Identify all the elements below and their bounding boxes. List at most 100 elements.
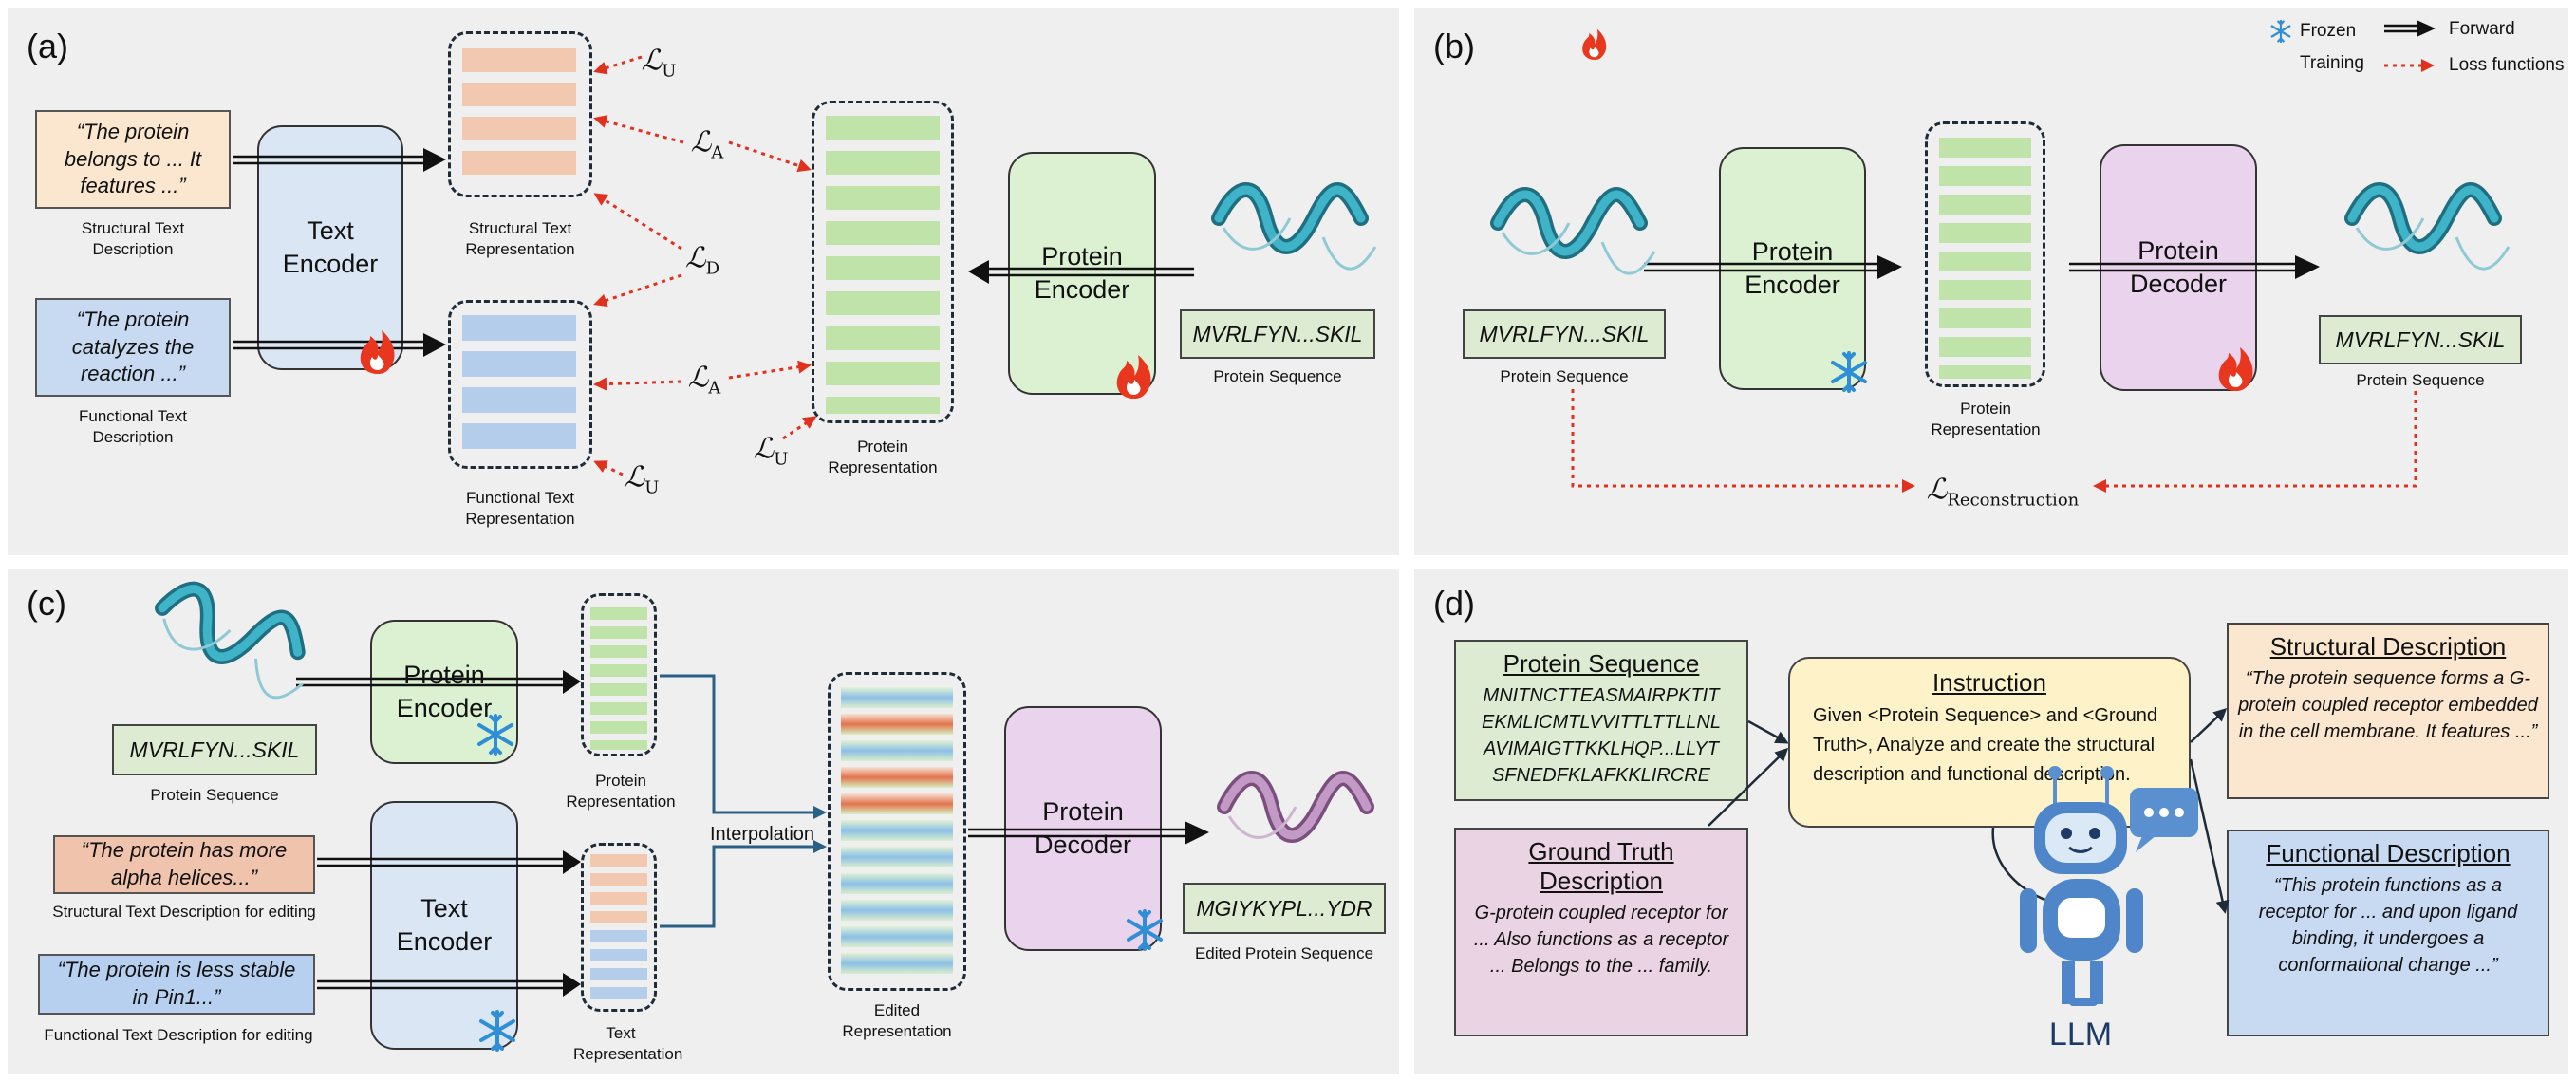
legend-forward-label: Forward	[2449, 19, 2515, 39]
structural-text-representation	[448, 31, 592, 197]
llm-label: LLM	[2048, 1017, 2113, 1053]
loss-arrows	[593, 55, 2417, 493]
legend-training-label: Training	[2300, 53, 2364, 73]
protein-encoder-a: Protein Encoder	[1008, 152, 1156, 395]
llm-robot-icon	[2020, 766, 2143, 1006]
legend-flame-icon	[1582, 28, 1607, 60]
protein-sequence-box-d: Protein Sequence MNITNCTTEASMAIRPKTIT EK…	[1454, 640, 1748, 801]
protein-rep-caption-b: Protein Representation	[1931, 400, 2041, 439]
functional-text-representation	[448, 300, 592, 469]
functional-rep-caption: Functional Text Representation	[465, 489, 575, 529]
loss-disentangle: ℒD	[684, 241, 720, 279]
edited-protein-sequence: MGIYKYPL...YDR	[1183, 883, 1386, 934]
panel-b-label: (b)	[1433, 27, 1475, 65]
chat-bubble-icon	[2130, 788, 2198, 852]
frozen-snowflake-icon-encoder-b	[1831, 351, 1867, 393]
forward-arrows	[233, 155, 2297, 990]
frozen-snowflake-icon-text-encoder-c	[479, 1010, 515, 1052]
instruction-title: Instruction	[1932, 668, 2046, 697]
panel-a-label: (a)	[27, 27, 68, 65]
protein-rep-caption-a: Protein Representation	[828, 438, 938, 477]
protein-sequence-body-d: MNITNCTTEASMAIRPKTIT EKMLICMTLVVITTLTTLL…	[1482, 685, 1721, 786]
protein-sequence-c: MVRLFYN...SKIL	[112, 724, 317, 775]
loss-alignment-bottom: ℒA	[687, 361, 721, 399]
structural-rep-caption: Structural Text Representation	[465, 219, 575, 259]
structural-description-title: Structural Description	[2269, 632, 2507, 661]
interpolation-label: Interpolation	[709, 824, 815, 845]
functional-description-body: “This protein functions as a receptor fo…	[2258, 875, 2518, 976]
protein-sequence-a: MVRLFYN...SKIL	[1180, 309, 1375, 359]
helix-icon-b-out	[2352, 190, 2509, 269]
panel-d-label: (d)	[1433, 584, 1475, 623]
structural-text-caption: Structural Text Description	[81, 219, 185, 259]
functional-text-box: “The protein catalyzes the reaction ...”	[35, 298, 231, 397]
legend-forward-arrow	[2384, 20, 2436, 37]
loss-uniformity-top: ℒU	[641, 44, 677, 82]
protein-decoder-b: Protein Decoder	[2100, 144, 2257, 391]
loss-uniformity-protein: ℒU	[753, 432, 789, 470]
panel-c-label: (c)	[27, 584, 66, 623]
functional-rep-stripes	[462, 315, 576, 449]
loss-uniformity-bottom: ℒU	[624, 460, 660, 498]
ground-truth-box: Ground Truth Description G-protein coupl…	[1454, 828, 1748, 1036]
structural-edit-text-box: “The protein has more alpha helices...”	[53, 835, 315, 894]
interpolation-connectors	[660, 674, 827, 928]
loss-d-sub: D	[705, 258, 720, 279]
functional-edit-caption: Functional Text Description for editing	[44, 1026, 313, 1044]
loss-a-sub-2: A	[708, 378, 721, 399]
protein-encoder-b: Protein Encoder	[1719, 147, 1866, 390]
legend-snowflake-icon	[2270, 19, 2291, 44]
frozen-snowflake-icon-decoder-c	[1127, 909, 1163, 951]
loss-reconstruction: ℒReconstruction	[1926, 473, 2080, 511]
protein-sequence-out-b: MVRLFYN...SKIL	[2319, 315, 2522, 364]
structural-description-body: “The protein sequence forms a G-protein …	[2238, 668, 2538, 742]
text-encoder-c: Text Encoder	[370, 801, 518, 1050]
helix-icon-b-in	[1498, 195, 1654, 273]
ground-truth-title: Ground Truth Description	[1528, 837, 1674, 895]
protein-sequence-caption-c: Protein Sequence	[150, 786, 279, 804]
loss-reconstruction-sub: Reconstruction	[1947, 490, 2080, 511]
structural-rep-stripes	[462, 48, 576, 175]
protein-rep-stripes-b	[1939, 138, 2031, 379]
helix-icon-c	[147, 581, 321, 704]
loss-alignment-top: ℒA	[690, 125, 724, 163]
edited-representation	[828, 672, 966, 991]
protein-rep-stripes-a	[826, 116, 940, 414]
structural-description-box: Structural Description “The protein sequ…	[2227, 623, 2549, 799]
edited-rep-stripes	[841, 687, 953, 974]
instruction-box: Instruction Given <Protein Sequence> and…	[1788, 657, 2191, 828]
protein-rep-stripes-c	[590, 607, 647, 750]
protein-sequence-in-b: MVRLFYN...SKIL	[1463, 309, 1666, 359]
panel-a	[8, 8, 1399, 555]
protein-representation-c	[581, 593, 657, 756]
structural-text-box: “The protein belongs to ... It features …	[35, 110, 231, 209]
functional-description-title: Functional Description	[2266, 839, 2511, 867]
loss-a-sub-1: A	[711, 142, 724, 163]
loss-u-sub-3: U	[774, 449, 789, 470]
legend-frozen-label: Frozen	[2300, 21, 2357, 41]
protein-rep-caption-c: Protein Representation	[566, 772, 676, 812]
protein-representation-b	[1925, 121, 2045, 387]
text-representation-c	[581, 843, 657, 1012]
edited-sequence-caption: Edited Protein Sequence	[1194, 944, 1374, 962]
text-rep-caption-c: Text Representation	[573, 1024, 683, 1064]
ground-truth-body: G-protein coupled receptor for ... Also …	[1473, 903, 1729, 977]
edited-rep-caption: Edited Representation	[842, 1001, 952, 1041]
loss-u-sub-1: U	[662, 61, 677, 82]
forward-arrowheads	[423, 148, 2320, 997]
helix-icon-a	[1219, 190, 1375, 269]
protein-representation-a	[812, 101, 954, 423]
functional-text-caption: Functional Text Description	[78, 407, 188, 447]
loss-u-sub-2: U	[644, 477, 660, 498]
protein-sequence-title-d: Protein Sequence	[1503, 649, 1700, 678]
functional-edit-text-box: “The protein is less stable in Pin1...”	[38, 954, 315, 1015]
protein-sequence-caption-a: Protein Sequence	[1213, 367, 1342, 385]
edited-helix-icon	[1224, 778, 1367, 837]
legend-loss-label: Loss functions	[2449, 55, 2565, 75]
training-flame-icon-text-encoder	[360, 330, 395, 374]
protein-sequence-in-caption: Protein Sequence	[1500, 367, 1629, 385]
protein-sequence-out-caption: Protein Sequence	[2356, 371, 2485, 389]
text-encoder-a: Text Encoder	[257, 125, 403, 370]
training-flame-icon-protein-decoder	[2218, 347, 2253, 391]
